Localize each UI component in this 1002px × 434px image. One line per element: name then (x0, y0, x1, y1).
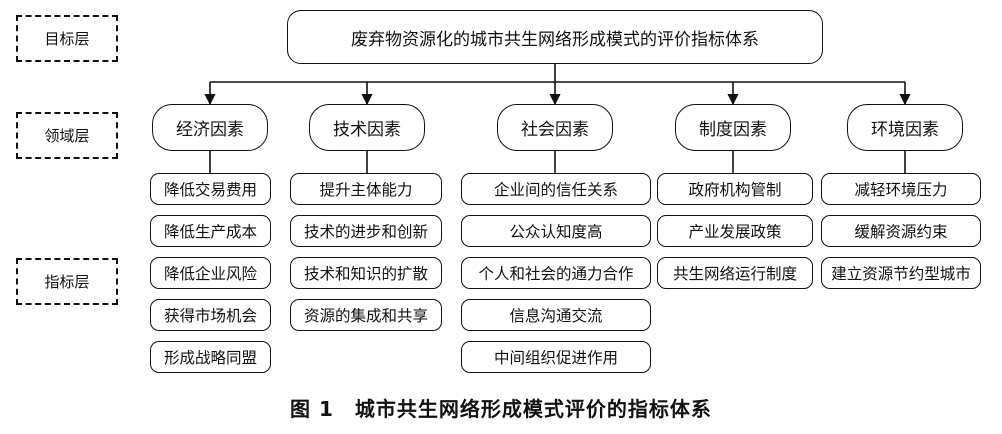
indicator-item: 信息沟通交流 (461, 299, 651, 331)
level-domain-text: 领域层 (44, 127, 90, 145)
domain-environment: 环境因素 (847, 104, 963, 151)
indicator-text: 资源的集成和共享 (303, 307, 428, 325)
indicator-text: 公众认知度高 (509, 223, 603, 241)
indicator-text: 降低企业风险 (163, 265, 257, 283)
indicator-text: 企业间的信任关系 (493, 181, 618, 199)
level-indicator-label: 指标层 (16, 258, 118, 305)
domain-technology: 技术因素 (309, 104, 425, 151)
indicator-text: 技术的进步和创新 (303, 223, 428, 241)
indicator-item: 个人和社会的通力合作 (461, 257, 651, 289)
indicator-item: 共生网络运行制度 (657, 257, 813, 289)
domain-economy-text: 经济因素 (176, 120, 244, 140)
level-domain-label: 领域层 (16, 112, 118, 159)
domain-society-text: 社会因素 (521, 120, 589, 140)
indicator-item: 降低交易费用 (150, 173, 271, 205)
domain-environment-text: 环境因素 (871, 120, 939, 140)
indicator-item: 技术和知识的扩散 (290, 257, 442, 289)
domain-institution-text: 制度因素 (699, 120, 767, 140)
indicator-text: 产业发展政策 (688, 223, 782, 241)
goal-box: 废弃物资源化的城市共生网络形成模式的评价指标体系 (287, 10, 823, 64)
indicator-text: 技术和知识的扩散 (303, 265, 428, 283)
level-target-text: 目标层 (44, 30, 90, 48)
figure-caption: 图 1 城市共生网络形成模式评价的指标体系 (290, 397, 712, 421)
indicator-text: 个人和社会的通力合作 (478, 265, 634, 283)
goal-text: 废弃物资源化的城市共生网络形成模式的评价指标体系 (351, 29, 759, 50)
indicator-text: 降低交易费用 (163, 181, 257, 199)
indicator-item: 降低企业风险 (150, 257, 271, 289)
indicator-item: 降低生产成本 (150, 215, 271, 247)
indicator-text: 降低生产成本 (163, 223, 257, 241)
level-target-label: 目标层 (16, 15, 118, 62)
indicator-item: 获得市场机会 (150, 299, 271, 331)
domain-technology-text: 技术因素 (333, 120, 401, 140)
indicator-item: 企业间的信任关系 (461, 173, 651, 205)
domain-society: 社会因素 (497, 104, 613, 151)
domain-economy: 经济因素 (152, 104, 268, 151)
indicator-text: 缓解资源约束 (854, 223, 948, 241)
indicator-item: 形成战略同盟 (150, 341, 271, 373)
indicator-item: 公众认知度高 (461, 215, 651, 247)
indicator-text: 形成战略同盟 (163, 349, 257, 367)
indicator-item: 建立资源节约型城市 (821, 257, 981, 289)
indicator-item: 技术的进步和创新 (290, 215, 442, 247)
indicator-item: 产业发展政策 (657, 215, 813, 247)
indicator-item: 提升主体能力 (290, 173, 442, 205)
domain-institution: 制度因素 (675, 104, 791, 151)
indicator-text: 提升主体能力 (319, 181, 413, 199)
indicator-text: 建立资源节约型城市 (831, 265, 971, 283)
indicator-item: 中间组织促进作用 (461, 341, 651, 373)
indicator-text: 减轻环境压力 (854, 181, 948, 199)
indicator-item: 减轻环境压力 (821, 173, 981, 205)
indicator-text: 信息沟通交流 (509, 307, 603, 325)
indicator-item: 缓解资源约束 (821, 215, 981, 247)
indicator-text: 政府机构管制 (688, 181, 782, 199)
indicator-text: 中间组织促进作用 (493, 349, 618, 367)
level-indicator-text: 指标层 (44, 273, 90, 291)
indicator-text: 获得市场机会 (163, 307, 257, 325)
indicator-item: 政府机构管制 (657, 173, 813, 205)
indicator-text: 共生网络运行制度 (672, 265, 797, 283)
indicator-item: 资源的集成和共享 (290, 299, 442, 331)
